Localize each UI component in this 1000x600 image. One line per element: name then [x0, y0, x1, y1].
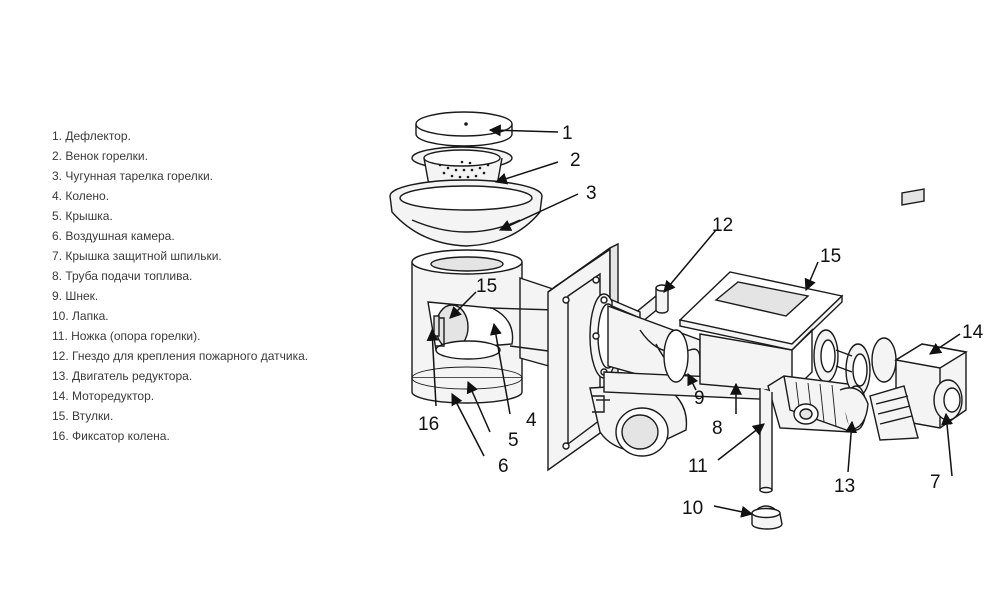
legend-item-15: 15. Втулки.	[52, 409, 114, 423]
callout-numbers: 1 2 3 12 15 15 14 9 16 4 8 5 11 6 13 7 1…	[418, 123, 984, 519]
blower-fan	[589, 383, 688, 457]
callout-15-body: 15	[476, 276, 497, 297]
air-chamber-body	[411, 249, 523, 404]
callout-8: 8	[712, 418, 723, 439]
legend-item-6: 6. Воздушная камера.	[52, 229, 175, 243]
legend-item-3: 3. Чугунная тарелка горелки.	[52, 169, 214, 183]
callout-4: 4	[526, 410, 537, 431]
callout-15-hopper: 15	[820, 246, 841, 267]
parts-legend: 1. Дефлектор. 2. Венок горелки. 3. Чугун…	[52, 126, 308, 446]
legend-item-13: 13. Двигатель редуктора.	[52, 369, 193, 383]
burner-leg	[759, 388, 773, 494]
cast-iron-plate-part	[389, 179, 543, 247]
burner-duct	[489, 277, 557, 369]
callout-6: 6	[498, 456, 509, 477]
legend-item-7: 7. Крышка защитной шпильки.	[52, 249, 222, 263]
feed-hopper	[678, 271, 844, 393]
legend-item-1: 1. Дефлектор.	[52, 129, 131, 143]
deflector-part	[415, 111, 513, 147]
burner-foot	[751, 505, 783, 530]
callout-10: 10	[682, 498, 703, 519]
callout-14: 14	[962, 322, 984, 343]
legend-item-9: 9. Шнек.	[52, 289, 99, 303]
callout-1: 1	[562, 123, 573, 144]
callout-12: 12	[712, 215, 733, 236]
callout-2: 2	[570, 150, 581, 171]
callout-3: 3	[586, 183, 597, 204]
reducer-motor	[767, 375, 869, 433]
callout-16: 16	[418, 414, 439, 435]
drive-flanges	[813, 329, 897, 397]
motor-reducer	[869, 188, 968, 441]
legend-item-5: 5. Крышка.	[52, 209, 113, 223]
legend-item-11: 11. Ножка (опора горелки).	[52, 329, 201, 343]
callout-5: 5	[508, 430, 519, 451]
callout-11: 11	[688, 456, 708, 477]
legend-item-16: 16. Фиксатор колена.	[52, 429, 170, 443]
leader-lines	[426, 124, 961, 518]
legend-item-2: 2. Венок горелки.	[52, 149, 148, 163]
legend-item-4: 4. Колено.	[52, 189, 110, 203]
callout-7: 7	[930, 472, 941, 493]
callout-13: 13	[834, 476, 855, 497]
legend-item-14: 14. Моторедуктор.	[52, 389, 155, 403]
legend-item-12: 12. Гнездо для крепления пожарного датчи…	[52, 349, 309, 363]
legend-item-8: 8. Труба подачи топлива.	[52, 269, 193, 283]
legend-item-10: 10. Лапка.	[52, 309, 109, 323]
callout-9: 9	[694, 388, 705, 409]
